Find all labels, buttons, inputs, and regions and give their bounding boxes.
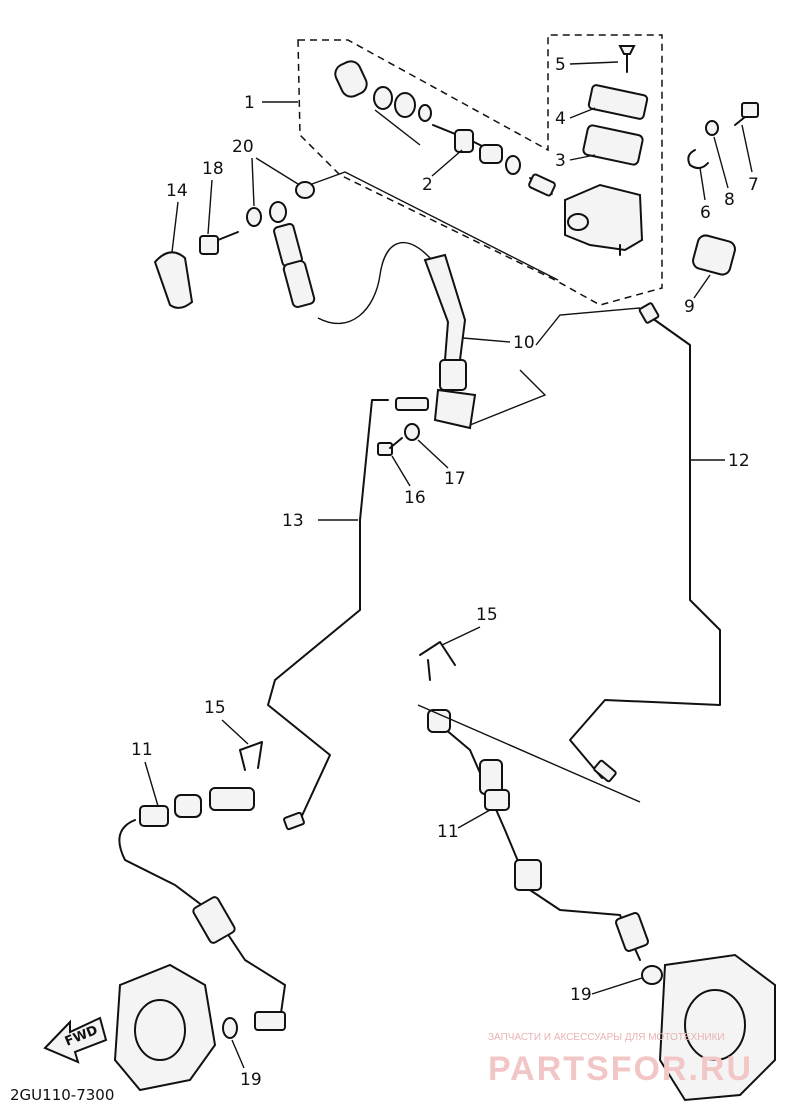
cover-14 (153, 251, 194, 309)
leader-15-left (221, 719, 249, 745)
washer-8 (705, 120, 719, 136)
leader-20-b (255, 157, 299, 185)
leader-4 (569, 107, 596, 119)
watermark: ЗАПЧАСТИ И АКСЕССУАРЫ ДЛЯ МОТОТЕХНИКИ PA… (488, 1032, 753, 1088)
leader-banjo-12 (469, 369, 547, 426)
pipe-12-fitting-top (638, 302, 660, 324)
leader-15-right-pipe (417, 704, 641, 803)
leader-10 (462, 337, 511, 343)
leader-2 (431, 149, 463, 177)
watermark-brand: PARTSFOR.RU (488, 1050, 753, 1088)
clip-15-right (419, 641, 456, 681)
callout-19-right: 19 (570, 985, 592, 1005)
leader-9 (693, 274, 711, 299)
diagram-code: 2GU110-7300 (10, 1086, 114, 1104)
leader-20-group (311, 171, 559, 281)
callout-11-left: 11 (131, 740, 153, 760)
piston-kit (334, 60, 556, 197)
callout-2: 2 (422, 175, 433, 195)
washer-17 (404, 423, 420, 441)
bolt-7 (734, 102, 759, 126)
clip-6 (687, 149, 709, 169)
hose-10-link (317, 241, 431, 324)
brake-hose-11-right (427, 709, 649, 961)
callout-11-right: 11 (437, 822, 459, 842)
callout-3: 3 (555, 151, 566, 171)
callout-12: 12 (728, 451, 750, 471)
callout-5: 5 (555, 55, 566, 75)
callout-17: 17 (444, 469, 466, 489)
brake-pipe-13 (267, 399, 389, 821)
callout-4: 4 (555, 109, 566, 129)
callout-15-left: 15 (204, 698, 226, 718)
watermark-tagline: ЗАПЧАСТИ И АКСЕССУАРЫ ДЛЯ МОТОТЕХНИКИ (488, 1032, 725, 1043)
brake-pipe-12 (569, 317, 721, 779)
leader-3 (569, 154, 596, 161)
leader-14 (171, 201, 179, 253)
leader-6 (699, 167, 706, 201)
leader-19-left (231, 1039, 245, 1069)
cap-9 (692, 234, 736, 276)
bolt-18 (199, 231, 239, 255)
brake-hose-11-left (118, 787, 286, 1031)
leader-15-right (441, 626, 481, 646)
callout-19-left: 19 (240, 1070, 262, 1090)
leader-18 (207, 179, 213, 235)
callout-6: 6 (700, 203, 711, 223)
screw-5 (618, 45, 636, 73)
callout-18: 18 (202, 159, 224, 179)
leader-5 (569, 61, 619, 65)
leader-1-a (374, 109, 421, 146)
clip-15-left (239, 741, 263, 771)
callouts: 1 2 3 4 5 6 7 8 9 10 11 11 12 13 14 15 1… (131, 55, 759, 1090)
master-cylinder-group-outline (297, 34, 663, 306)
callout-7: 7 (748, 175, 759, 195)
callout-14: 14 (166, 181, 188, 201)
leader-11-left (144, 761, 159, 807)
bolt-16 (377, 437, 403, 456)
leader-7 (741, 124, 753, 173)
washer-19-right (641, 965, 663, 985)
callout-20: 20 (232, 137, 254, 157)
leader-20-a (251, 157, 255, 207)
master-cylinder-body (564, 84, 649, 256)
callout-15-right: 15 (476, 605, 498, 625)
brake-hose-10 (423, 253, 477, 430)
leader-11-right (457, 809, 491, 829)
leader-12-banjo (535, 307, 641, 346)
caliper-right (658, 953, 776, 1102)
caliper-left (113, 963, 217, 1092)
callout-8: 8 (724, 190, 735, 210)
washers-20 (246, 181, 315, 227)
callout-10: 10 (513, 333, 535, 353)
leader-19-right (591, 977, 643, 995)
pipe-13-fitting (283, 811, 305, 831)
callout-9: 9 (684, 297, 695, 317)
callout-16: 16 (404, 488, 426, 508)
leader-17 (417, 439, 449, 469)
callout-13: 13 (282, 511, 304, 531)
leader-8 (713, 136, 729, 189)
hose-fitting-upper (269, 201, 316, 308)
washer-19-left (222, 1017, 238, 1039)
fwd-arrow-icon: FWD (43, 1016, 108, 1064)
fitting-13-top (395, 397, 429, 411)
pipe-12-fitting-bottom (593, 759, 617, 783)
leader-16 (391, 455, 411, 487)
callout-1: 1 (244, 93, 255, 113)
